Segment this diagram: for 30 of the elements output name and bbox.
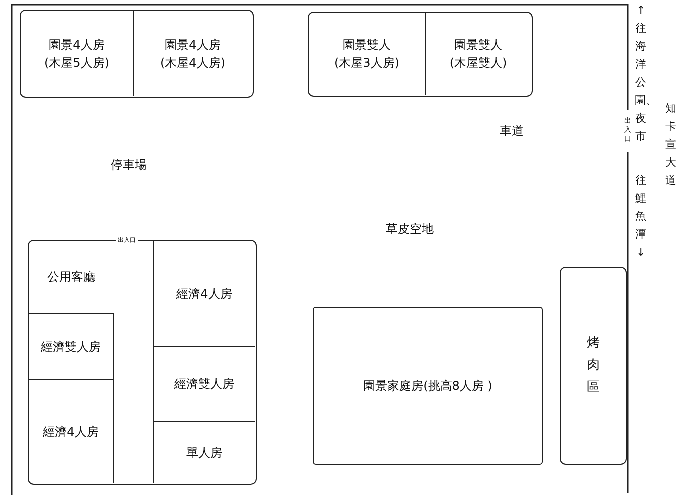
room-label: (木屋3人房) bbox=[334, 55, 400, 72]
room-label: 園景雙人 bbox=[454, 37, 502, 54]
building-outline bbox=[308, 12, 533, 97]
room-label: 園景4人房 bbox=[49, 36, 105, 54]
room-label: (木屋5人房) bbox=[44, 54, 110, 72]
road-label: 車道 bbox=[500, 123, 524, 140]
room-area bbox=[313, 307, 543, 465]
room-label: (木屋4人房) bbox=[160, 54, 226, 72]
room-label: 園景家庭房(挑高8人房 ) bbox=[364, 378, 492, 395]
room-area bbox=[153, 421, 255, 483]
building-outline bbox=[20, 10, 254, 98]
direction-label: 往鯉魚潭↓ bbox=[635, 173, 648, 261]
street-label: 知卡宣大道 bbox=[665, 101, 678, 189]
room-area bbox=[29, 313, 114, 379]
area-label: 烤肉區 bbox=[586, 335, 601, 397]
room-label: 經濟雙人房 bbox=[174, 376, 234, 393]
area-label: 停車場 bbox=[111, 157, 147, 174]
room-label: 公用客廳 bbox=[48, 269, 96, 286]
bbq-area bbox=[560, 267, 627, 465]
room-label: 園景4人房 bbox=[165, 36, 221, 54]
room-label: 經濟4人房 bbox=[176, 286, 232, 302]
room-label: 經濟雙人房 bbox=[41, 338, 101, 356]
direction-label: ↑往海洋公園、夜市 bbox=[635, 3, 648, 145]
room-area bbox=[29, 379, 114, 483]
room-label: 園景雙人 bbox=[343, 37, 391, 54]
room-label: 經濟4人房 bbox=[43, 424, 99, 440]
room-label: 單人房 bbox=[186, 444, 222, 462]
room-area bbox=[153, 346, 255, 421]
room-label: (木屋雙人) bbox=[450, 55, 508, 72]
area-label: 草皮空地 bbox=[386, 221, 434, 238]
